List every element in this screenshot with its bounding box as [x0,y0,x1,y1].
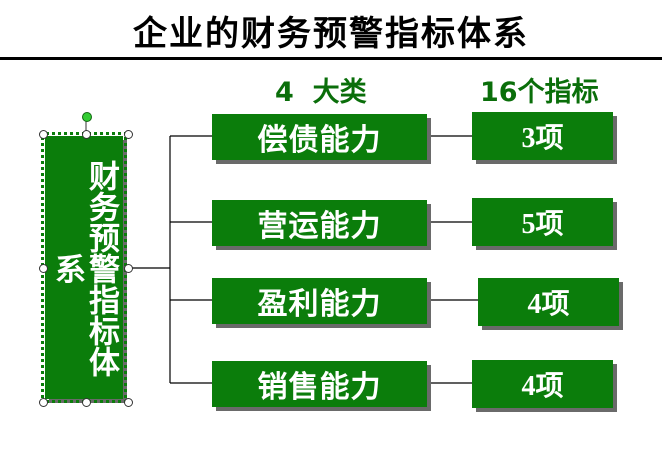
count-box-sales[interactable]: 4项 [472,360,613,408]
count-box-operating[interactable]: 5项 [472,198,613,246]
indicators-header: 16个指标 [480,77,599,108]
count-box-solvency[interactable]: 3项 [472,112,613,160]
category-box-solvency[interactable]: 偿债能力 [212,114,427,160]
root-node[interactable]: 财务预警指标体系 [41,132,127,403]
root-label: 财务预警指标体系 [49,160,119,377]
category-box-operating[interactable]: 营运能力 [212,200,427,246]
category-box-profitability[interactable]: 盈利能力 [212,278,427,324]
category-box-sales[interactable]: 销售能力 [212,361,427,407]
count-box-profitability[interactable]: 4项 [478,278,619,326]
resize-handle-bl[interactable] [39,398,48,407]
resize-handle-l[interactable] [39,264,48,273]
categories-header: 4 大类 [275,77,367,108]
resize-handle-r[interactable] [124,264,133,273]
resize-handle-br[interactable] [124,398,133,407]
title-underline [0,57,662,60]
rotation-handle[interactable] [82,112,92,122]
page-title: 企业的财务预警指标体系 [133,14,529,54]
resize-handle-t[interactable] [82,130,91,139]
resize-handle-tl[interactable] [39,130,48,139]
resize-handle-b[interactable] [82,398,91,407]
resize-handle-tr[interactable] [124,130,133,139]
